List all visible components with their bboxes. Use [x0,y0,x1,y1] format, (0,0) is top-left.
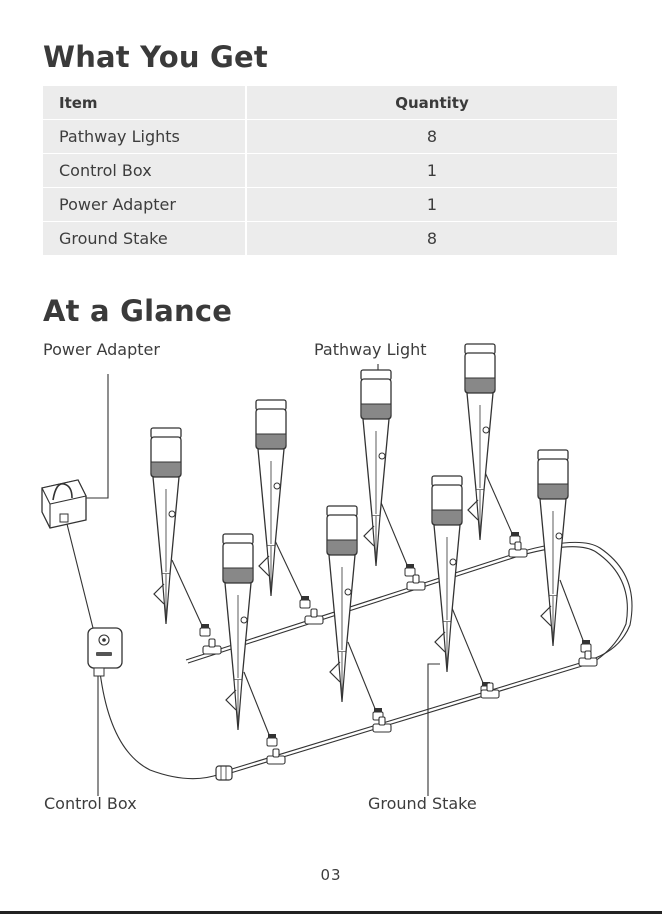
pathway-lights [151,344,568,730]
power-adapter [42,480,86,528]
label-control-box: Control Box [44,794,137,813]
connectors [200,532,597,780]
page-number: 03 [0,866,662,884]
label-ground-stake: Ground Stake [368,794,477,813]
label-power-adapter: Power Adapter [43,340,160,359]
label-pathway-light: Pathway Light [314,340,427,359]
control-box [88,628,122,676]
